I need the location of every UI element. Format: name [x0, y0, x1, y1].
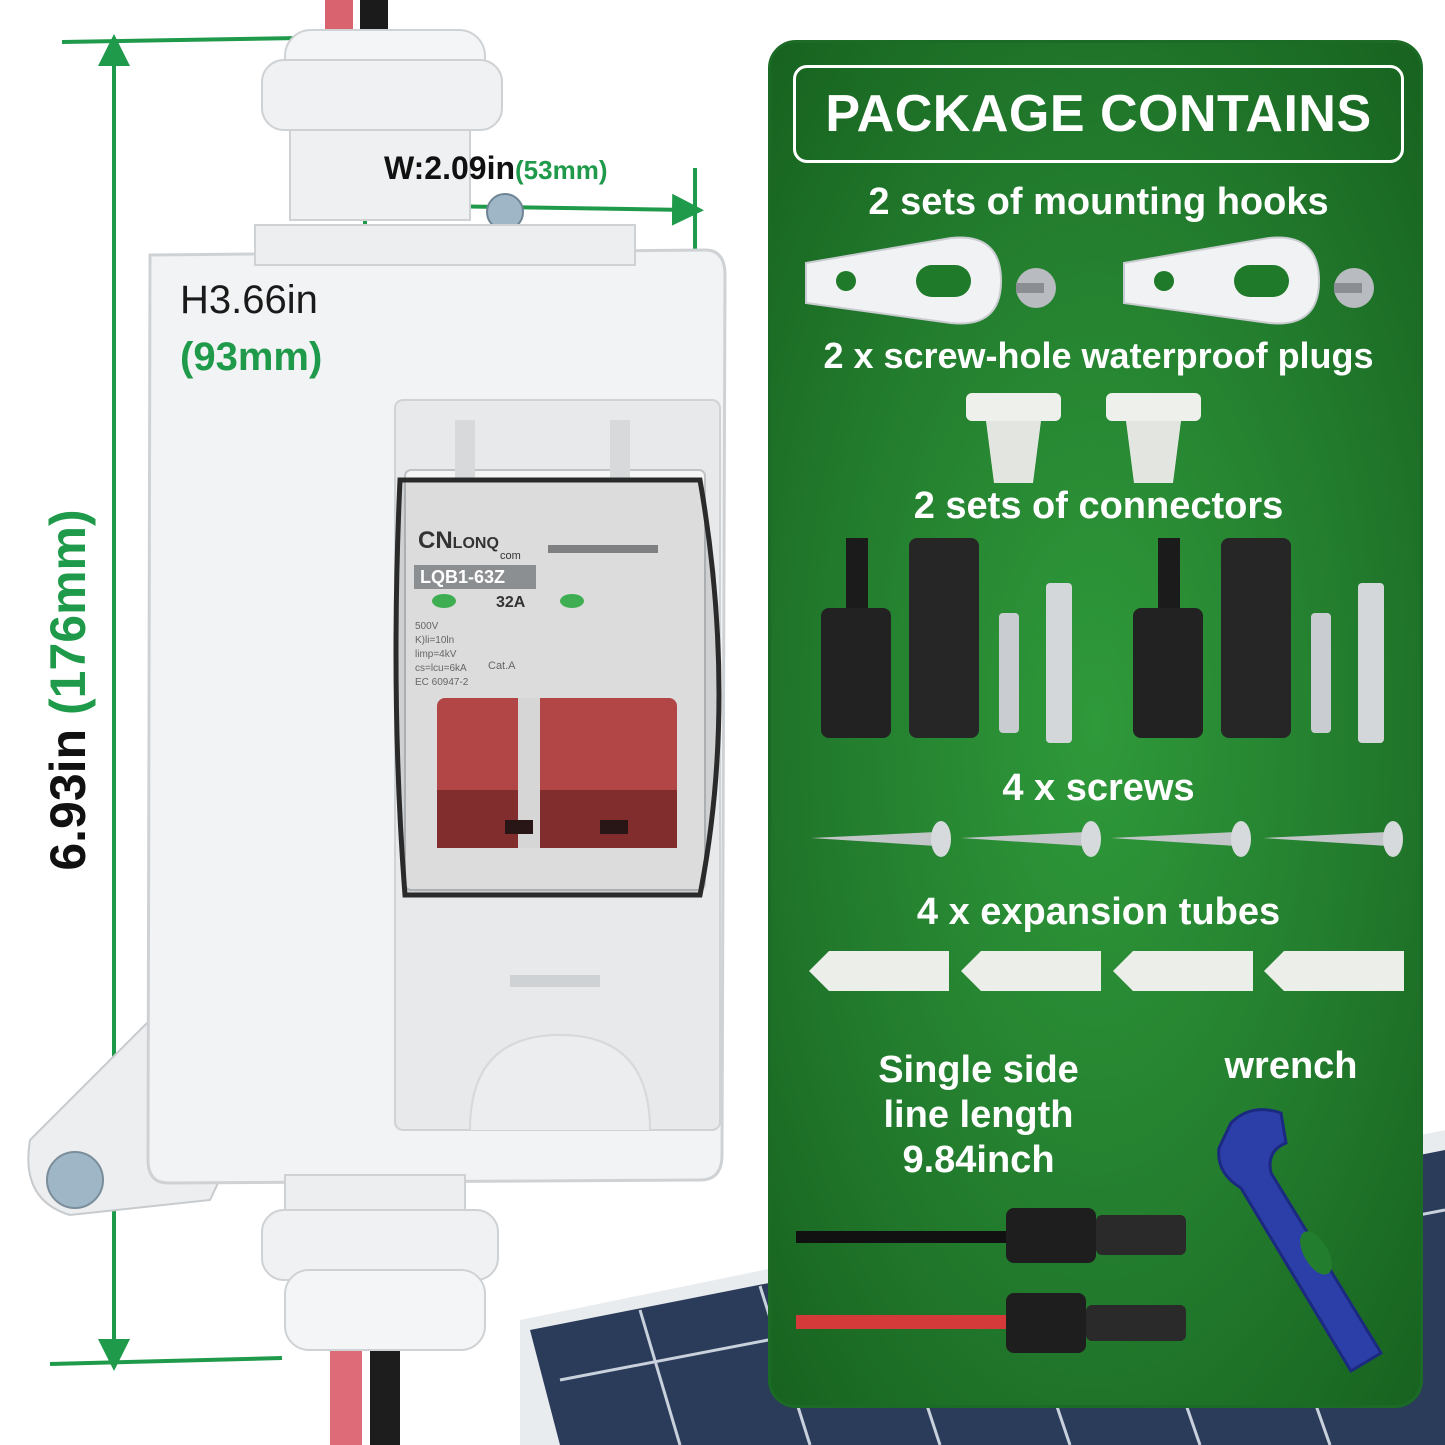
- width-in: W:2.09in: [384, 150, 515, 186]
- wrench-icon: [1217, 1108, 1384, 1374]
- height-total-in: 6.93in: [40, 728, 96, 871]
- width-mm: (53mm): [515, 155, 608, 185]
- width-label: W:2.09in(53mm): [384, 150, 607, 187]
- line-length-line1: Single side: [878, 1049, 1079, 1091]
- product-illustration: CNLONQ com LQB1-63Z 32A 500V K)li=10ln l…: [27, 0, 1445, 1445]
- waterproof-plugs-image: [966, 393, 1201, 483]
- breaker-enclosure: [27, 29, 727, 1351]
- breaker-specs: 500V K)li=10ln limp=4kV cs=lcu=6kA EC 60…: [415, 621, 469, 688]
- mounting-hooks-image: [805, 236, 1374, 325]
- line-length-value: 9.84inch: [902, 1139, 1055, 1181]
- box-height-mm: (93mm): [180, 335, 323, 379]
- package-title: PACKAGE CONTAINS: [825, 85, 1372, 143]
- plugs-title: 2 x screw-hole waterproof plugs: [823, 335, 1374, 376]
- breaker-rating: 32A: [496, 594, 526, 611]
- tubes-title: 4 x expansion tubes: [916, 891, 1281, 933]
- package-panel: PACKAGE CONTAINS 2 sets of mounting hook…: [768, 40, 1423, 1408]
- connectors-image: [821, 538, 1384, 743]
- line-length-label: Single side line length 9.84inch: [821, 1048, 1136, 1183]
- hooks-title: 2 sets of mounting hooks: [868, 181, 1329, 223]
- height-total-label: 6.93in (176mm): [39, 509, 97, 870]
- expansion-tubes-image: [809, 951, 1404, 991]
- breaker-brand-com: com: [500, 550, 521, 562]
- wrench-title: wrench: [1224, 1045, 1358, 1087]
- breaker-cat: Cat.A: [488, 660, 516, 672]
- height-total-mm: (176mm): [40, 509, 96, 715]
- line-length-line2: line length: [883, 1094, 1074, 1136]
- box-height-in: H3.66in: [180, 278, 318, 322]
- connectors-title: 2 sets of connectors: [913, 485, 1284, 527]
- screws-image: [811, 821, 1403, 857]
- cables-image: [796, 1208, 1186, 1353]
- package-title-box: PACKAGE CONTAINS: [793, 65, 1404, 163]
- breaker-brand: CNLONQ: [418, 527, 499, 555]
- breaker-brand-right: LONQ: [452, 535, 499, 552]
- screws-title: 4 x screws: [1002, 767, 1195, 809]
- breaker-model: LQB1-63Z: [414, 565, 536, 589]
- breaker-brand-left: CN: [418, 527, 453, 554]
